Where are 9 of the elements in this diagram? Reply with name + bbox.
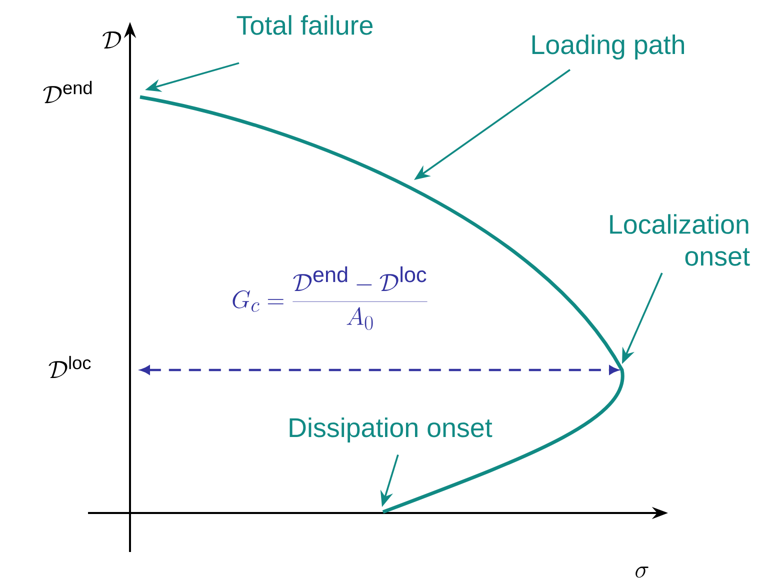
axis-label: $\sigma$: [636, 566, 648, 578]
tick-label: $\mathcal{D}^{\mathrm{end}}$: [43, 80, 92, 104]
callout-text: Localization onset: [610, 214, 750, 266]
tick-label: $\mathcal{D}^{\mathrm{loc}}$: [48, 356, 91, 378]
callout-text: Total failure: [236, 15, 373, 35]
callout-text: Loading path: [532, 34, 684, 60]
formula: $G_c = \frac{\mathcal{D}^{\mathrm{end}} - \mathcal{D}^{\mathrm{loc}}}{A_0}$: [232, 266, 428, 330]
callout-text: Dissipation onset: [290, 417, 492, 443]
axis-label: $\mathcal{D}$: [102, 32, 122, 48]
